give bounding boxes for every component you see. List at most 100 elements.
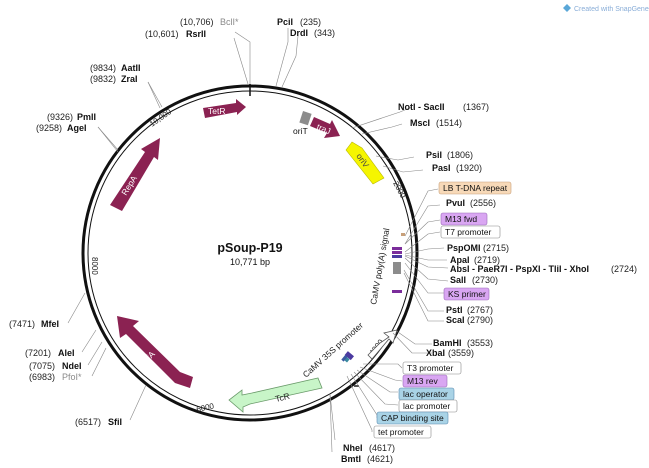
site-psii-pos: (1806) xyxy=(447,150,473,160)
site-rsrii-name[interactable]: RsrII xyxy=(186,29,206,39)
site-msci-name[interactable]: MscI xyxy=(410,118,430,128)
site-bmti-pos: (4621) xyxy=(367,454,393,464)
tick-2000: 2000 xyxy=(391,180,408,200)
site-ndei-pos: (7075) xyxy=(29,361,55,371)
site-pfoi-pos: (6983) xyxy=(29,372,55,382)
site-psti-pos: (2767) xyxy=(467,305,493,315)
svg-text:lac operator: lac operator xyxy=(403,389,448,399)
site-xbai-pos: (3559) xyxy=(448,348,474,358)
plasmid-name: pSoup-P19 xyxy=(217,241,282,255)
site-zrai-name[interactable]: ZraI xyxy=(121,74,138,84)
feature-tcr[interactable]: TcR xyxy=(228,377,323,413)
feature-orit[interactable]: oriT xyxy=(293,111,312,136)
box-ks-primer[interactable]: KS primer xyxy=(443,287,490,301)
site-absi-pos: (2724) xyxy=(611,264,637,274)
site-absi-name[interactable]: AbsI - PaeR7I - PspXI - TliI - XhoI xyxy=(450,264,589,274)
plasmid-size: 10,771 bp xyxy=(230,257,270,267)
site-sali-name[interactable]: SalI xyxy=(450,275,466,285)
site-noti-pos: (1367) xyxy=(463,102,489,112)
site-sfii-pos: (6517) xyxy=(75,417,101,427)
site-bmti-name[interactable]: BmtI xyxy=(341,454,361,464)
site-pspomi-pos: (2715) xyxy=(483,243,509,253)
box-t3-promoter[interactable]: T3 promoter xyxy=(402,361,462,375)
site-aatii-pos: (9834) xyxy=(90,63,116,73)
svg-text:oriT: oriT xyxy=(293,126,308,136)
svg-text:CaMV 35S promoter: CaMV 35S promoter xyxy=(301,320,365,379)
snapgene-logo-icon xyxy=(563,4,571,12)
feature-trajj[interactable]: traJ xyxy=(310,117,340,138)
svg-text:M13 rev: M13 rev xyxy=(407,376,438,386)
site-pmli-pos: (9326) xyxy=(47,112,73,122)
leader-lines xyxy=(67,28,449,453)
svg-text:M13 fwd: M13 fwd xyxy=(445,214,477,224)
site-drdi-name[interactable]: DrdI xyxy=(290,28,308,38)
box-m13-rev[interactable]: M13 rev xyxy=(402,374,448,388)
tick-6000: 6000 xyxy=(196,401,216,414)
site-pvui-pos: (2556) xyxy=(470,198,496,208)
svg-text:lac promoter: lac promoter xyxy=(403,401,450,411)
site-bamhi-name[interactable]: BamHI xyxy=(433,338,462,348)
box-tet-promoter[interactable]: tet promoter xyxy=(373,425,432,439)
site-pmli-name[interactable]: PmlI xyxy=(77,112,96,122)
svg-text:CAP binding site: CAP binding site xyxy=(381,413,444,423)
site-nhei-pos: (4617) xyxy=(369,443,395,453)
site-nhei-name[interactable]: NheI xyxy=(343,443,363,453)
site-pasi-pos: (1920) xyxy=(456,163,482,173)
box-lb-tdna[interactable]: LB T-DNA repeat xyxy=(438,181,512,195)
site-zrai-pos: (9832) xyxy=(90,74,116,84)
svg-text:LB T-DNA repeat: LB T-DNA repeat xyxy=(443,183,508,193)
site-agei-pos: (9258) xyxy=(36,123,62,133)
box-lac-operator[interactable]: lac operator xyxy=(398,387,455,401)
site-psii-name[interactable]: PsiI xyxy=(426,150,442,160)
feature-camv-polya[interactable]: CaMV poly(A) signal xyxy=(368,227,405,305)
site-pspomi-name[interactable]: PspOMI xyxy=(447,243,481,253)
site-noti-name[interactable]: NotI - SacII xyxy=(398,102,445,112)
site-pfoi-name[interactable]: PfoI* xyxy=(62,372,82,382)
site-bcli-pos: (10,706) xyxy=(180,17,214,27)
site-pvui-name[interactable]: PvuI xyxy=(446,198,465,208)
site-rsrii-pos: (10,601) xyxy=(145,29,179,39)
site-mfei-pos: (7471) xyxy=(9,319,35,329)
site-psti-name[interactable]: PstI xyxy=(446,305,463,315)
svg-text:traJ: traJ xyxy=(315,122,332,137)
svg-text:T3 promoter: T3 promoter xyxy=(407,363,453,373)
site-scai-name[interactable]: ScaI xyxy=(446,315,465,325)
site-apai-name[interactable]: ApaI xyxy=(450,255,470,265)
site-mfei-name[interactable]: MfeI xyxy=(41,319,59,329)
svg-text:TetR: TetR xyxy=(208,106,225,116)
tick-8000: 8000 xyxy=(90,257,99,275)
site-bamhi-pos: (3553) xyxy=(467,338,493,348)
site-scai-pos: (2790) xyxy=(467,315,493,325)
created-with-label: Created with SnapGene® xyxy=(574,5,649,13)
box-t7-promoter[interactable]: T7 promoter xyxy=(440,225,501,239)
site-pcii-pos: (235) xyxy=(300,17,321,27)
feature-lac-cluster xyxy=(341,351,359,387)
site-apai-pos: (2719) xyxy=(474,255,500,265)
site-ndei-name[interactable]: NdeI xyxy=(62,361,82,371)
site-pcii-name[interactable]: PciI xyxy=(277,17,293,27)
box-lac-promoter[interactable]: lac promoter xyxy=(398,399,458,413)
feature-camv35s[interactable]: CaMV 35S promoter xyxy=(301,320,398,379)
site-xbai-name[interactable]: XbaI xyxy=(426,348,445,358)
site-pasi-name[interactable]: PasI xyxy=(432,163,451,173)
svg-text:KS primer: KS primer xyxy=(448,289,486,299)
site-agei-name[interactable]: AgeI xyxy=(67,123,87,133)
feature-oriv[interactable]: oriV xyxy=(345,141,385,185)
svg-text:T7 promoter: T7 promoter xyxy=(445,227,491,237)
box-m13-fwd[interactable]: M13 fwd xyxy=(440,212,488,226)
svg-text:tet promoter: tet promoter xyxy=(378,427,424,437)
svg-text:TcR: TcR xyxy=(274,391,291,404)
site-msci-pos: (1514) xyxy=(436,118,462,128)
svg-text:CaMV poly(A) signal: CaMV poly(A) signal xyxy=(368,227,391,305)
site-aatii-name[interactable]: AatII xyxy=(121,63,141,73)
site-alei-pos: (7201) xyxy=(25,348,51,358)
feature-tetr[interactable]: TetR xyxy=(203,99,246,118)
feature-trfa[interactable]: trfA xyxy=(117,316,193,388)
site-alei-name[interactable]: AleI xyxy=(58,348,75,358)
site-sfii-name[interactable]: SfiI xyxy=(108,417,122,427)
site-bcli-name[interactable]: BclI* xyxy=(220,17,239,27)
site-sali-pos: (2730) xyxy=(472,275,498,285)
box-cap-binding[interactable]: CAP binding site xyxy=(376,411,449,425)
site-drdi-pos: (343) xyxy=(314,28,335,38)
